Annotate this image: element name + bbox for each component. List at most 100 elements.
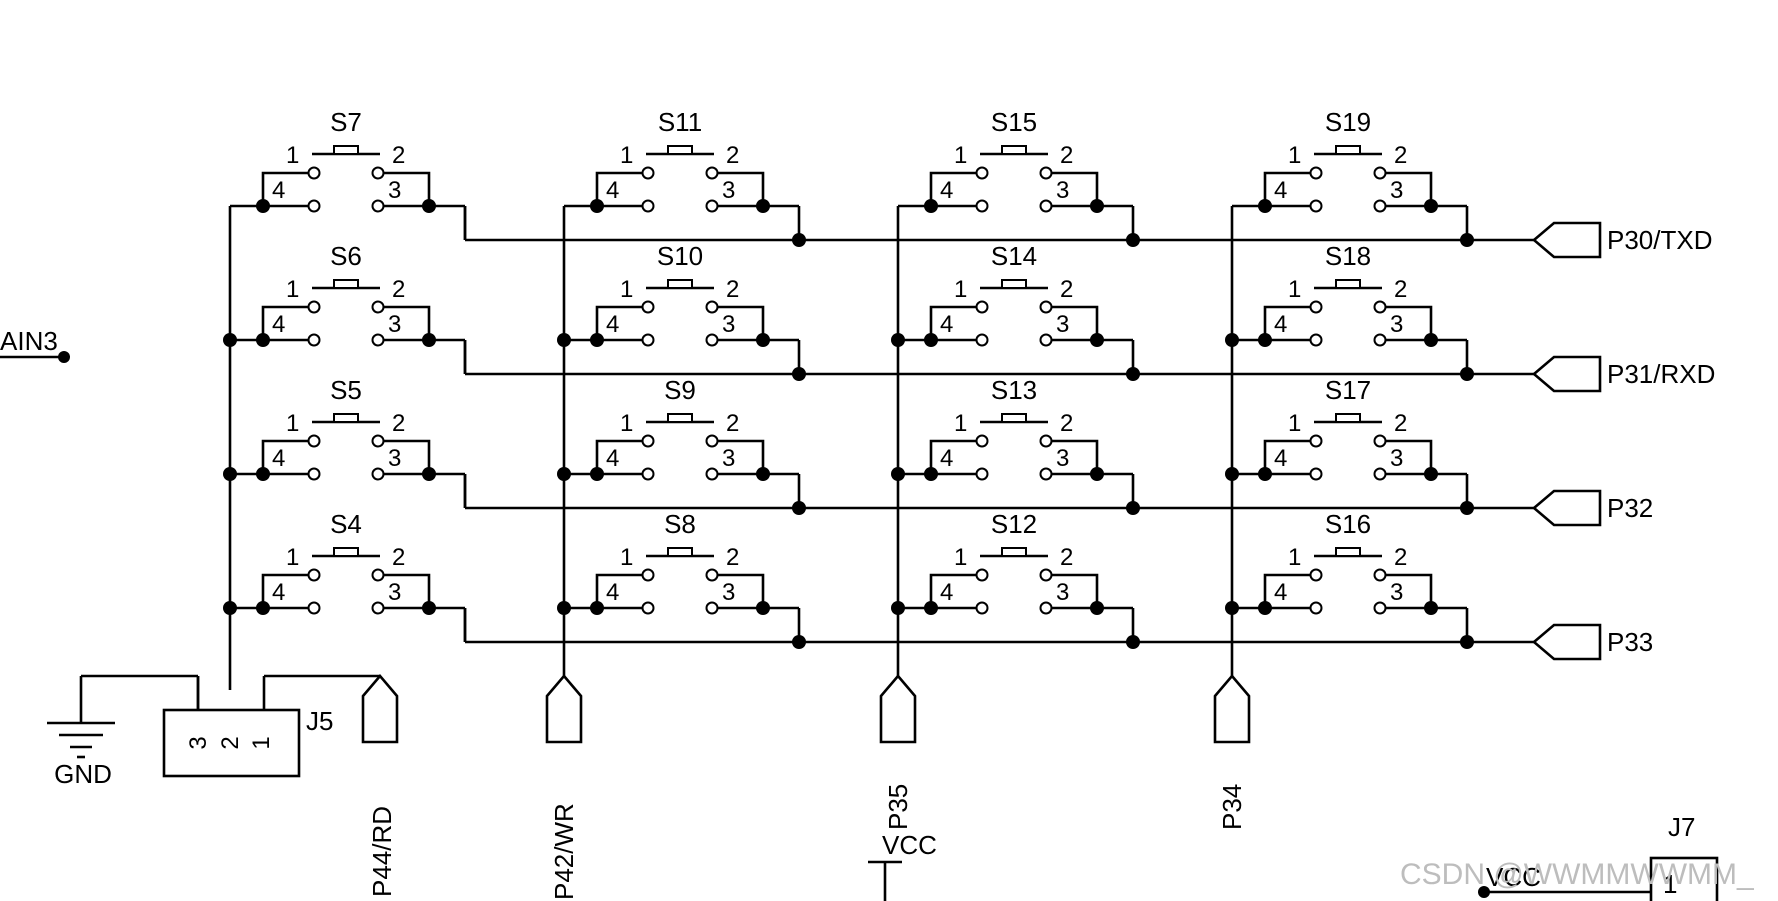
pin-1-label: 1	[286, 142, 299, 169]
pin-4-label: 4	[606, 177, 619, 204]
port-label-p44-rd: P44/RD	[367, 806, 397, 897]
column-buses	[228, 206, 1234, 690]
j5-ref: J5	[306, 706, 333, 736]
pin-4-label: 4	[606, 579, 619, 606]
csdn-watermark: CSDN @WWMMWWMM_	[1400, 858, 1755, 891]
pin-1-label: 1	[954, 142, 967, 169]
pin-3-label: 3	[722, 445, 735, 472]
j7-ref: J7	[1668, 812, 1695, 842]
pin-2-label: 2	[726, 544, 739, 571]
pin-2-label: 2	[1060, 544, 1073, 571]
pin-3-label: 3	[388, 579, 401, 606]
pin-1-label: 1	[620, 142, 633, 169]
switch-ref: S9	[664, 375, 696, 405]
pin-2-label: 2	[1394, 276, 1407, 303]
j5-pin-3: 3	[185, 736, 212, 749]
switch-ref: S13	[991, 375, 1037, 405]
pin-3-label: 3	[1056, 177, 1069, 204]
switch-ref: S5	[330, 375, 362, 405]
vcc-label: VCC	[882, 830, 937, 860]
ain3-net: AIN3	[0, 326, 70, 363]
pin-2-label: 2	[726, 142, 739, 169]
gnd-label: GND	[54, 759, 112, 789]
column-port-p42-wr[interactable]: P42/WR	[545, 673, 583, 900]
pin-3-label: 3	[1056, 311, 1069, 338]
pin-1-label: 1	[954, 276, 967, 303]
row-port-p33[interactable]: P33	[463, 608, 1653, 661]
pin-1-label: 1	[286, 276, 299, 303]
switch-s13[interactable]: S13 1 2 3 4	[891, 375, 1135, 508]
switch-ref: S17	[1325, 375, 1371, 405]
row-port-label: P33	[1607, 627, 1653, 657]
j7-vcc-label: VCC	[1486, 862, 1541, 892]
switch-ref: S15	[991, 107, 1037, 137]
pin-4-label: 4	[272, 579, 285, 606]
switch-s17[interactable]: S17 1 2 3 4	[1225, 375, 1469, 508]
pin-1-label: 1	[954, 410, 967, 437]
pin-4-label: 4	[1274, 311, 1287, 338]
pin-3-label: 3	[722, 579, 735, 606]
pin-2-label: 2	[1060, 410, 1073, 437]
row-port-p30-txd[interactable]: P30/TXD	[463, 206, 1713, 259]
pin-4-label: 4	[1274, 579, 1287, 606]
column-port-p34[interactable]: P34	[1213, 673, 1251, 830]
column-port-p44-rd[interactable]: P44/RD	[361, 673, 399, 897]
pin-2-label: 2	[1394, 410, 1407, 437]
pin-1-label: 1	[620, 544, 633, 571]
pin-4-label: 4	[940, 445, 953, 472]
vcc-symbol: VCC	[868, 830, 937, 901]
pin-3-label: 3	[1056, 445, 1069, 472]
pin-3-label: 3	[388, 177, 401, 204]
port-label-p42-wr: P42/WR	[549, 803, 579, 900]
switch-ref: S12	[991, 509, 1037, 539]
pin-3-label: 3	[722, 177, 735, 204]
connector-j7: J7 1 VCC	[1478, 812, 1719, 901]
switch-ref: S19	[1325, 107, 1371, 137]
pin-1-label: 1	[1288, 410, 1301, 437]
row-port-label: P30/TXD	[1607, 225, 1713, 255]
pin-4-label: 4	[272, 177, 285, 204]
pin-2-label: 2	[726, 276, 739, 303]
port-label-p35: P35	[883, 784, 913, 830]
pin-2-label: 2	[726, 410, 739, 437]
pin-3-label: 3	[1056, 579, 1069, 606]
switch-ref: S10	[657, 241, 703, 271]
column-port-p35[interactable]: P35	[879, 673, 917, 830]
j5-pin-1: 1	[248, 736, 275, 749]
pin-1-label: 1	[286, 410, 299, 437]
switch-s9[interactable]: S9 1 2 3 4	[557, 375, 801, 508]
pin-1-label: 1	[620, 410, 633, 437]
switch-ref: S18	[1325, 241, 1371, 271]
ground-symbol: GND	[47, 674, 200, 789]
switch-ref: S6	[330, 241, 362, 271]
row-port-p31-rxd[interactable]: P31/RXD	[463, 340, 1715, 393]
pin-1-label: 1	[620, 276, 633, 303]
pin-3-label: 3	[1390, 177, 1403, 204]
pin-2-label: 2	[1394, 142, 1407, 169]
pin-4-label: 4	[606, 445, 619, 472]
port-label-p34: P34	[1217, 784, 1247, 830]
row-port-p32[interactable]: P32	[463, 474, 1653, 527]
pin-2-label: 2	[392, 276, 405, 303]
pin-3-label: 3	[722, 311, 735, 338]
pin-3-label: 3	[1390, 445, 1403, 472]
pin-4-label: 4	[1274, 445, 1287, 472]
pin-3-label: 3	[388, 311, 401, 338]
pin-3-label: 3	[1390, 579, 1403, 606]
pin-4-label: 4	[1274, 177, 1287, 204]
